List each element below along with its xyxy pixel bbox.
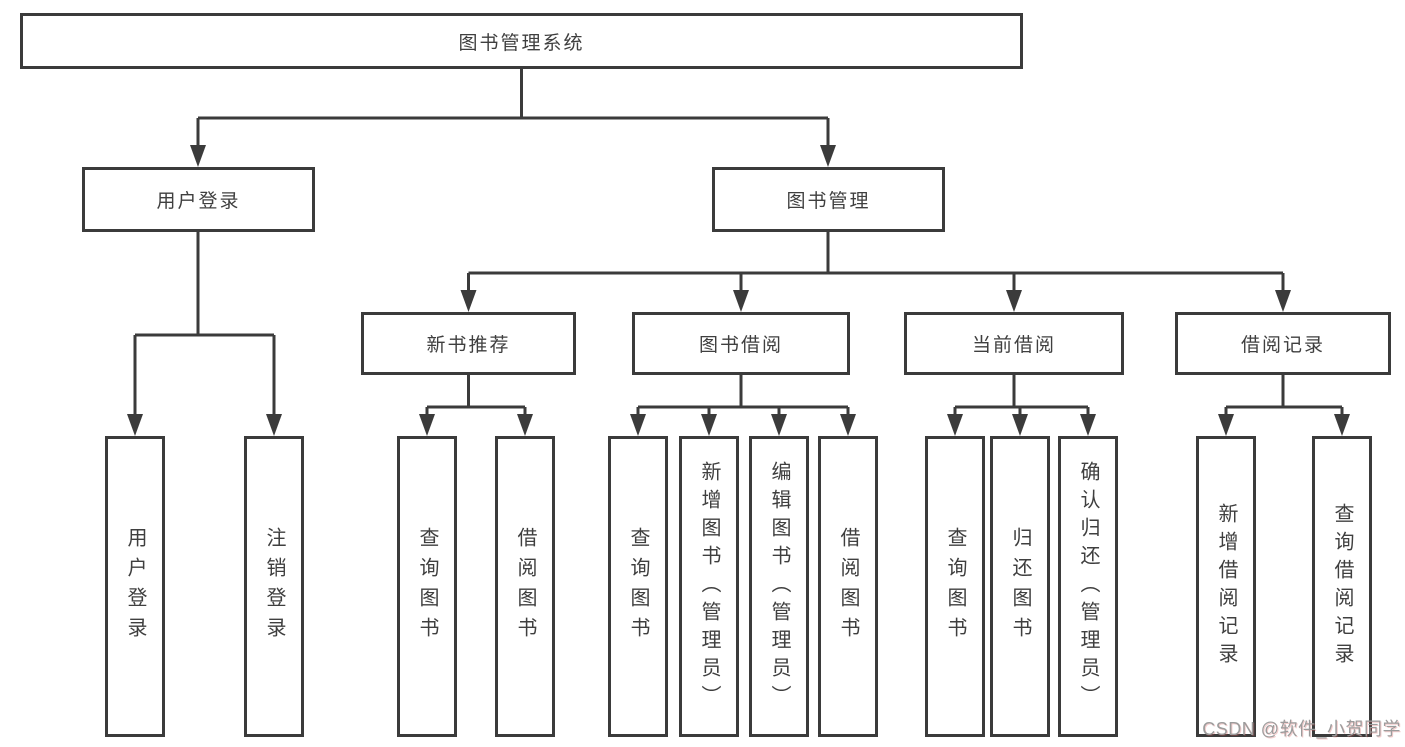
node-borrow-records: 借阅记录 bbox=[1175, 312, 1391, 375]
node-user-login-label: 用户登录 bbox=[156, 191, 241, 212]
leaf-edit-books-admin-label: 编辑图书（管理员） bbox=[768, 460, 790, 713]
leaf-return-books: 归还图书 bbox=[990, 436, 1050, 737]
node-book-management: 图书管理 bbox=[712, 167, 945, 232]
leaf-confirm-return-admin: 确认归还（管理员） bbox=[1058, 436, 1118, 737]
leaf-query-books-borrow: 查询图书 bbox=[608, 436, 668, 737]
leaf-borrow-books-recommend: 借阅图书 bbox=[495, 436, 555, 737]
leaf-query-books-current: 查询图书 bbox=[925, 436, 985, 737]
leaf-return-books-label: 归还图书 bbox=[1009, 526, 1031, 647]
node-book-borrow: 图书借阅 bbox=[632, 312, 850, 375]
node-book-borrow-label: 图书借阅 bbox=[698, 335, 783, 356]
leaf-user-login: 用户登录 bbox=[105, 436, 165, 737]
node-current-borrow-label: 当前借阅 bbox=[971, 335, 1056, 356]
node-new-book-recommend-label: 新书推荐 bbox=[426, 335, 511, 356]
node-root-label: 图书管理系统 bbox=[458, 32, 585, 54]
leaf-logout: 注销登录 bbox=[244, 436, 304, 737]
leaf-borrow-books-recommend-label: 借阅图书 bbox=[514, 526, 536, 647]
node-borrow-records-label: 借阅记录 bbox=[1240, 335, 1325, 356]
leaf-add-books-admin: 新增图书（管理员） bbox=[679, 436, 739, 737]
leaf-add-borrow-record: 新增借阅记录 bbox=[1196, 436, 1256, 737]
leaf-query-books-borrow-label: 查询图书 bbox=[627, 526, 649, 647]
leaf-borrow-books-label: 借阅图书 bbox=[837, 526, 859, 647]
leaf-query-books-recommend-label: 查询图书 bbox=[416, 526, 438, 647]
node-root: 图书管理系统 bbox=[20, 13, 1023, 69]
leaf-add-books-admin-label: 新增图书（管理员） bbox=[698, 460, 720, 713]
leaf-query-books-recommend: 查询图书 bbox=[397, 436, 457, 737]
leaf-user-login-label: 用户登录 bbox=[124, 526, 146, 647]
leaf-query-books-current-label: 查询图书 bbox=[944, 526, 966, 647]
leaf-edit-books-admin: 编辑图书（管理员） bbox=[749, 436, 809, 737]
leaf-query-borrow-record: 查询借阅记录 bbox=[1312, 436, 1372, 737]
leaf-logout-label: 注销登录 bbox=[263, 526, 285, 647]
csdn-watermark: CSDN @软件_小贺同学 bbox=[1202, 719, 1401, 739]
node-user-login: 用户登录 bbox=[82, 167, 315, 232]
leaf-add-borrow-record-label: 新增借阅记录 bbox=[1215, 502, 1237, 671]
node-current-borrow: 当前借阅 bbox=[904, 312, 1124, 375]
leaf-query-borrow-record-label: 查询借阅记录 bbox=[1331, 502, 1353, 671]
node-book-management-label: 图书管理 bbox=[786, 191, 871, 212]
leaf-borrow-books: 借阅图书 bbox=[818, 436, 878, 737]
node-new-book-recommend: 新书推荐 bbox=[361, 312, 576, 375]
leaf-confirm-return-admin-label: 确认归还（管理员） bbox=[1077, 460, 1099, 713]
